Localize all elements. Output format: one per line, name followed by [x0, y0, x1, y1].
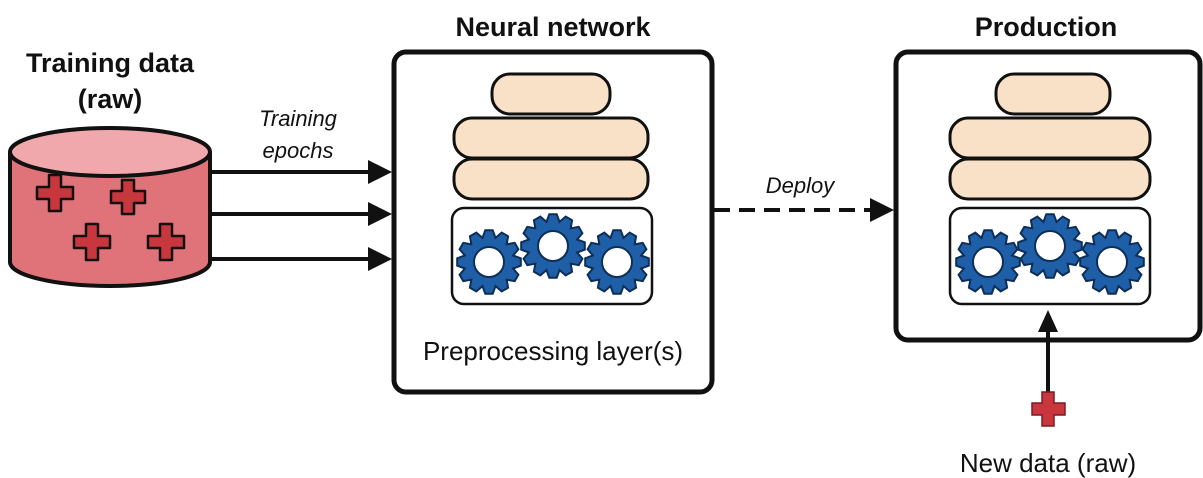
training-data-title: Training data [26, 48, 195, 78]
training-epochs-edge: Training epochs [210, 106, 392, 271]
database-cylinder-icon [8, 126, 212, 288]
neural-network-node: Neural network Preprocessing layer(s) [391, 12, 715, 395]
training-data-node: Training data (raw) [8, 48, 212, 288]
deploy-label: Deploy [766, 173, 836, 198]
gear-hole [473, 246, 505, 278]
prod-layer [994, 72, 1112, 116]
preprocessing-label: Preprocessing layer(s) [423, 336, 683, 366]
training-data-subtitle: (raw) [78, 84, 143, 114]
training-epochs-label-line1: Training [259, 106, 338, 131]
gear-hole [1034, 230, 1066, 262]
data-cross-icon [35, 173, 75, 213]
gears-icon [456, 213, 650, 295]
nn-layer [452, 116, 650, 160]
new-data-cross-icon [1031, 391, 1066, 427]
gear-hole [972, 246, 1004, 278]
data-cross-icon [109, 178, 147, 216]
nn-layer [490, 72, 612, 116]
gear-hole [1096, 246, 1128, 278]
training-epochs-label-line2: epochs [263, 138, 334, 163]
arrow-head-icon [1038, 310, 1058, 332]
gear-hole [601, 246, 633, 278]
new-data-node: New data (raw) [960, 310, 1136, 478]
production-title: Production [975, 12, 1118, 42]
gears-icon [955, 213, 1145, 295]
data-cross-icon [72, 222, 112, 262]
prod-layer [948, 116, 1152, 160]
data-cross-icon [146, 222, 186, 262]
production-node: Production [893, 12, 1203, 343]
neural-network-title: Neural network [455, 12, 651, 42]
gear-hole [537, 230, 569, 262]
arrow-head-icon [368, 160, 392, 184]
nn-layer [452, 157, 650, 201]
new-data-label: New data (raw) [960, 448, 1136, 478]
arrow-head-icon [368, 202, 392, 226]
deploy-edge: Deploy [714, 173, 894, 222]
arrow-head-icon [368, 247, 392, 271]
arrow-head-icon [870, 198, 894, 222]
prod-layer [948, 157, 1152, 201]
